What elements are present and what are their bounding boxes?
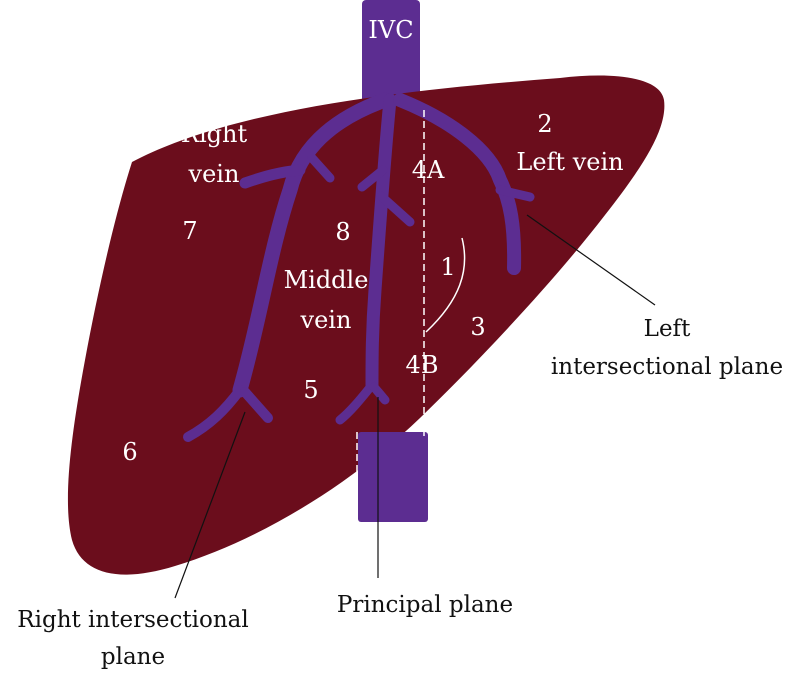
left-plane-leader bbox=[526, 214, 656, 306]
segment-1-label: 1 bbox=[440, 253, 455, 281]
segment-3-label: 3 bbox=[470, 313, 485, 341]
segment-2-label: 2 bbox=[537, 110, 552, 138]
segment-4a-label: 4A bbox=[412, 156, 445, 184]
ivc-upper bbox=[362, 0, 420, 115]
segment-4b-label: 4B bbox=[406, 351, 439, 379]
middle-vein-fork-left bbox=[335, 380, 377, 425]
right-plane-label-1: Right intersectional bbox=[17, 607, 248, 633]
middle-vein bbox=[365, 93, 397, 392]
principal-plane-label: Principal plane bbox=[337, 592, 513, 618]
middle-vein-label-2: vein bbox=[300, 306, 352, 334]
right-vein-fork-left bbox=[183, 385, 245, 442]
ivc-label: IVC bbox=[368, 16, 413, 44]
left-plane-label-2: intersectional plane bbox=[551, 354, 783, 380]
middle-vein-branch-upper bbox=[357, 165, 388, 192]
left-vein-label: Left vein bbox=[516, 148, 623, 176]
caudate-boundary bbox=[425, 237, 466, 333]
left-plane-label-1: Left bbox=[644, 316, 691, 342]
liver-shape bbox=[67, 75, 665, 575]
right-vein-fork-right bbox=[240, 387, 273, 423]
middle-vein-fork-right bbox=[369, 382, 390, 405]
segment-7-label: 7 bbox=[182, 217, 197, 245]
left-vein-branch bbox=[495, 185, 535, 202]
left-vein bbox=[393, 93, 522, 275]
hepatic-veins bbox=[183, 92, 535, 442]
right-vein-branch bbox=[239, 164, 306, 189]
right-vein-label-2: vein bbox=[188, 160, 240, 188]
right-plane-label-2: plane bbox=[101, 644, 165, 670]
middle-vein-label-1: Middle bbox=[284, 266, 369, 294]
right-plane-leader bbox=[174, 411, 246, 599]
segment-6-label: 6 bbox=[122, 438, 137, 466]
segment-8-label: 8 bbox=[335, 218, 350, 246]
right-vein-twig bbox=[307, 153, 335, 183]
segment-5-label: 5 bbox=[303, 376, 318, 404]
right-vein-label-1: Right bbox=[181, 120, 248, 148]
right-vein bbox=[232, 92, 393, 398]
ivc-lower bbox=[358, 432, 428, 522]
middle-vein-branch-mid bbox=[376, 191, 415, 227]
